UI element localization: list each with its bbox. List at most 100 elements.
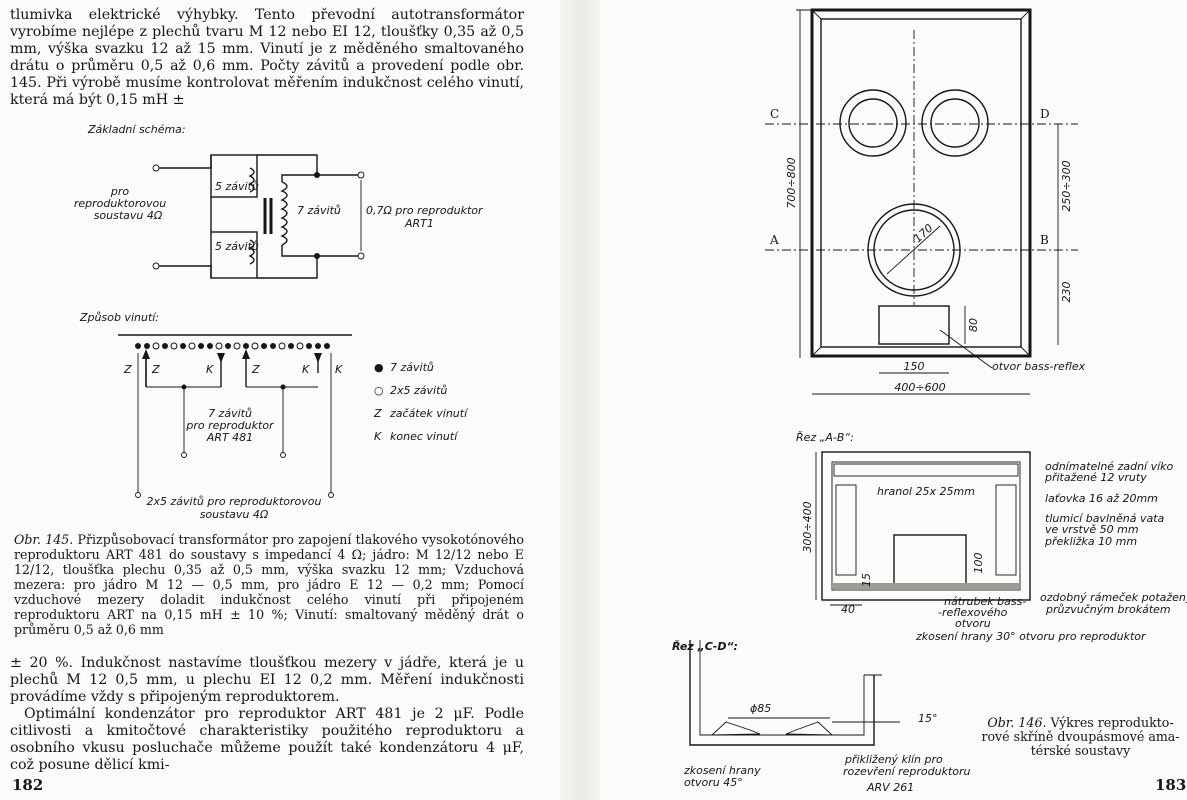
dim-port-height: 80: [967, 318, 980, 332]
dim-lower: 230: [1060, 282, 1073, 303]
label-vata-1: tlumicí bavlněná vata: [1045, 512, 1165, 525]
caption-line3: térské soustavy: [1030, 743, 1131, 758]
label-latovka: laťovka 16 až 20mm: [1045, 492, 1158, 505]
marker-k-2: K: [302, 363, 310, 376]
label-tube-2: -reflexového: [938, 606, 1008, 619]
bass-reflex-port: [878, 305, 950, 345]
winding-dot-filled: [162, 343, 168, 349]
winding-dot-open: [278, 342, 286, 350]
caption-text: Přizpůsobovací transformátor pro zapojen…: [14, 532, 524, 637]
winding-dot-filled: [288, 343, 294, 349]
output-terminal-top: [357, 171, 365, 179]
paragraph-bottom-1: ± 20 %. Indukčnost nastavíme tloušťkou m…: [10, 655, 524, 705]
main-coil-label: 7 závitů: [297, 204, 341, 217]
label-preklizka: překližka 10 mm: [1044, 535, 1137, 548]
input-terminal-top: [152, 164, 160, 172]
coil-top: [210, 154, 258, 198]
winding-dot-open: [233, 342, 241, 350]
tweeter-right-outer: [921, 89, 989, 157]
winding-dot-open: [251, 342, 259, 350]
section-ab-drawing: Řez „A-B“: 300÷400 100 15 40 hranol 25x …: [796, 431, 1187, 643]
coil-bottom-label: 5 závitů: [215, 240, 259, 253]
input-label-line1: pro: [110, 185, 130, 198]
winding-title: Způsob vinutí:: [79, 311, 159, 324]
dim-tube: 100: [972, 553, 985, 574]
tweeter-left-outer: [839, 89, 907, 157]
bottom-label-line2: soustavu 4Ω: [200, 508, 269, 521]
book-gutter: [560, 0, 600, 800]
tweeter-left-inner: [848, 98, 898, 148]
input-terminal-bottom: [152, 262, 160, 270]
label-wedge-1: přikližený klín pro: [844, 753, 943, 766]
legend-symbol: K: [374, 430, 382, 443]
caption-line1: Výkres reprodukto-: [1050, 715, 1174, 730]
winding-dot-open: [152, 342, 160, 350]
port-label: otvor bass-reflex: [992, 360, 1086, 373]
winding-dot-open: [215, 342, 223, 350]
left-page: tlumivka elektrické výhybky. Tento převo…: [0, 0, 560, 800]
cabinet-front-view: 170 C D A B 700÷800 250÷300 230 80 150 4…: [765, 8, 1086, 395]
label-wedge-2: rozevření reproduktoru: [843, 765, 971, 778]
marker-z-2: Z: [151, 363, 160, 376]
schematic-title: Základní schéma:: [87, 123, 186, 136]
dim-phi: ϕ85: [750, 702, 771, 715]
paragraph-top: tlumivka elektrické výhybky. Tento převo…: [10, 7, 524, 108]
winding-dot-filled: [207, 343, 213, 349]
label-tube-3: otvoru: [955, 617, 991, 630]
winding-dot-filled: [324, 343, 330, 349]
output-label-line1: 0,7Ω pro reproduktor: [366, 204, 484, 217]
winding-dot-open: [296, 342, 304, 350]
output-label-line2: ART1: [404, 217, 434, 230]
winding-dot-open: [188, 342, 196, 350]
winding-dot-filled: [225, 343, 231, 349]
dim-height: 700÷800: [785, 157, 798, 208]
figure-146-caption: Obr. 146. Výkres reprodukto- rové skříně…: [973, 716, 1187, 758]
figure-145-caption: Obr. 145. Přizpůsobovací transformátor p…: [14, 532, 524, 637]
caption-label: Obr. 145.: [14, 532, 74, 547]
legend-symbol: Z: [373, 407, 382, 420]
center-label-line1: 7 závitů: [208, 407, 252, 420]
section-ab-title: Řez „A-B“:: [796, 431, 854, 444]
right-page: 170 C D A B 700÷800 250÷300 230 80 150 4…: [600, 0, 1187, 800]
coil-bottom: [210, 231, 258, 279]
marker-k-3: K: [335, 363, 343, 376]
dim-upper: 250÷300: [1060, 160, 1073, 211]
label-c: C: [770, 107, 779, 121]
main-coil: [280, 181, 288, 246]
page-number-right: 183: [1155, 776, 1187, 794]
legend-text: konec vinutí: [390, 430, 459, 443]
bottom-label-line1: 2x5 závitů pro reproduktorovou: [147, 495, 322, 508]
label-bevel-1: zkosení hrany: [683, 764, 761, 777]
marker-k-1: K: [206, 363, 214, 376]
dim-15: 15: [860, 573, 873, 587]
legend-text: 7 závitů: [390, 361, 434, 374]
tweeter-right-inner: [930, 98, 980, 148]
winding-dot-filled: [306, 343, 312, 349]
winding-dot-filled: [180, 343, 186, 349]
label-hranol: hranol 25x 25mm: [877, 485, 975, 498]
marker-z-3: Z: [251, 363, 260, 376]
label-lid-2: přitažené 12 vruty: [1044, 471, 1147, 484]
winding-dot-filled: [198, 343, 204, 349]
winding-diagram: Způsob vinutí: Z Z K Z K K 7 závitů pro …: [79, 311, 469, 521]
label-lid-1: odnímatelné zadní víko: [1045, 460, 1174, 473]
winding-dots: [135, 342, 330, 350]
input-label-line2: reproduktorovou: [74, 197, 166, 210]
basic-schematic: Základní schéma: 5 závitů 5 závitů 7 záv…: [74, 123, 484, 279]
dim-angle: 15°: [918, 712, 938, 725]
paragraph-bottom-2: Optimální kondenzátor pro reproduktor AR…: [10, 706, 524, 773]
section-ab-outer: [821, 451, 1031, 601]
label-frame-2: průzvučným brokátem: [1045, 603, 1171, 616]
label-vata-2: ve vrstvě 50 mm: [1045, 523, 1139, 536]
input-label-line3: soustavu 4Ω: [94, 209, 163, 222]
label-bevel-2: otvoru 45°: [684, 776, 743, 789]
page-number-left: 182: [12, 776, 44, 794]
legend-symbol: ●: [374, 361, 384, 374]
output-terminal-bottom: [357, 252, 365, 260]
center-label-line2: pro reproduktor: [185, 419, 275, 432]
winding-dot-filled: [243, 343, 249, 349]
dim-width: 400÷600: [894, 381, 945, 394]
label-wedge-3: ARV 261: [866, 781, 914, 794]
section-cd-drawing: Řez „C-D“: ϕ85 15° zkosení hrany otvoru …: [672, 639, 971, 794]
caption-line2: rové skříně dvoupásmové ama-: [981, 729, 1180, 744]
